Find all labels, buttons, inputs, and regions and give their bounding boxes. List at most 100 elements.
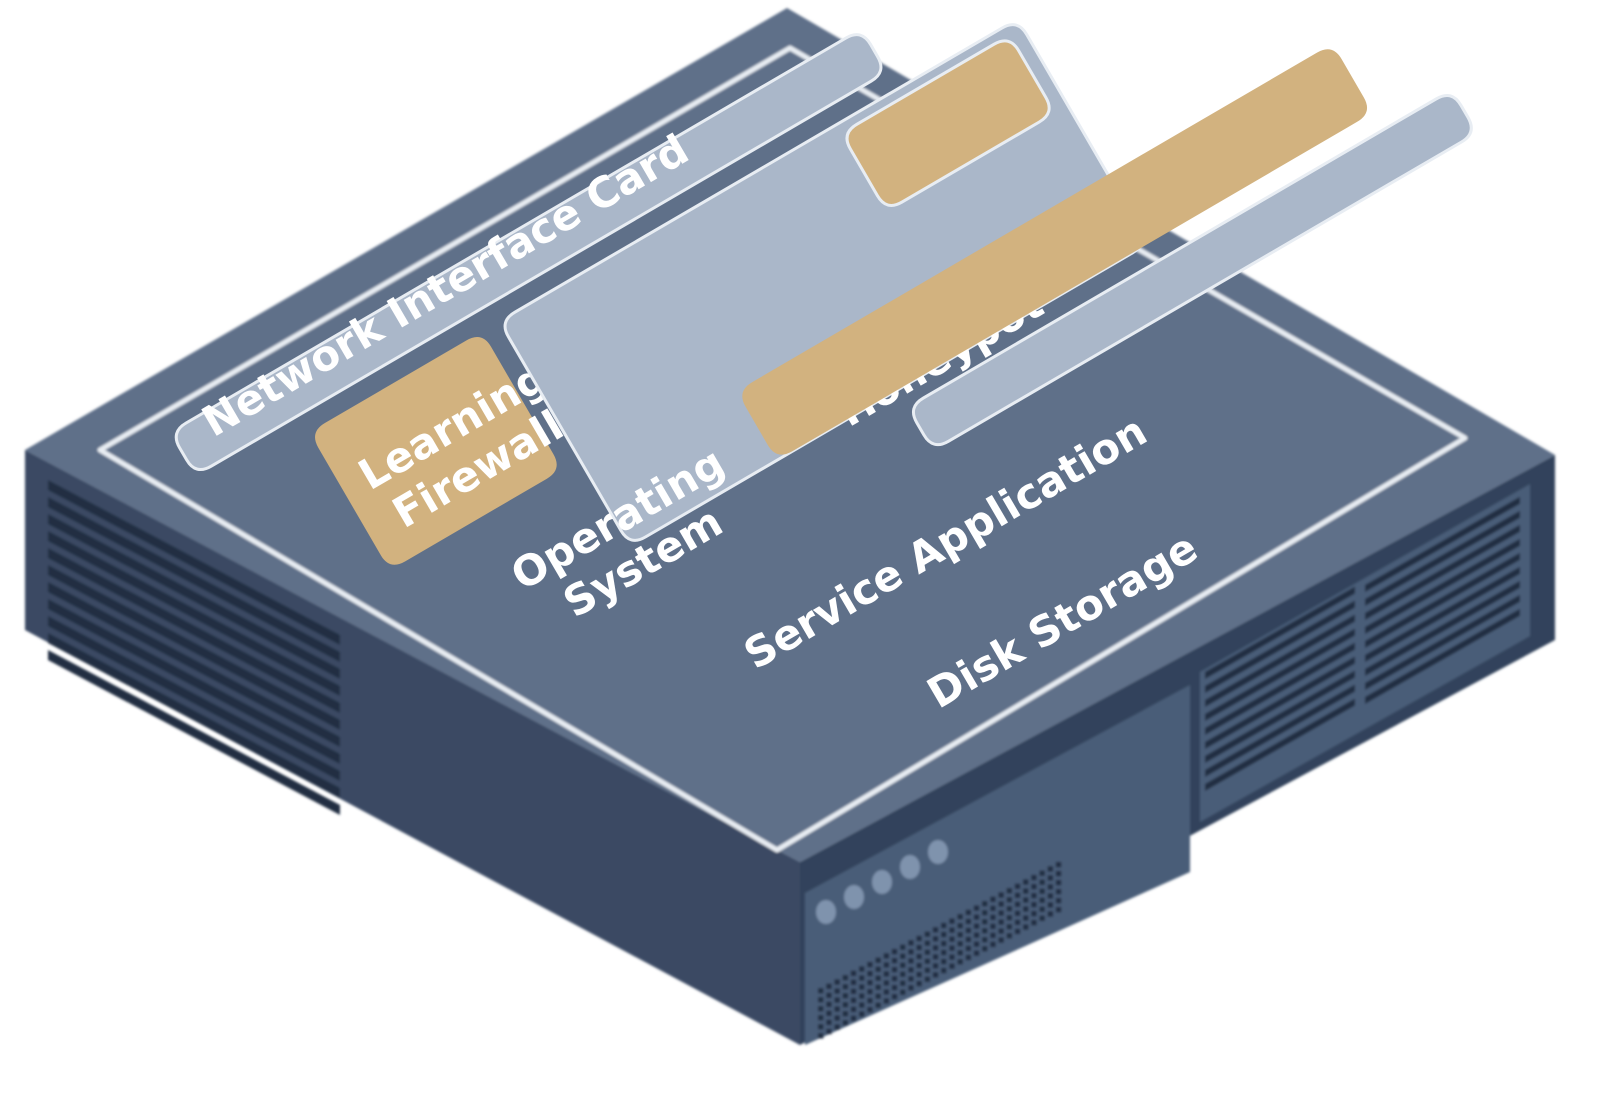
vent-slot — [48, 565, 340, 730]
grid-hole — [891, 957, 898, 964]
grid-hole — [1014, 901, 1021, 908]
grid-hole — [1055, 888, 1062, 895]
grid-hole — [941, 949, 947, 956]
grid-hole — [1031, 910, 1037, 917]
grid-hole — [826, 992, 832, 999]
grid-hole — [908, 958, 914, 964]
grid-hole — [932, 936, 939, 942]
grid-hole — [924, 967, 931, 973]
grid-hole — [818, 1033, 824, 1039]
grid-hole — [1039, 888, 1045, 894]
grid-hole — [998, 910, 1004, 916]
grid-hole — [1039, 870, 1045, 876]
grid-hole — [826, 1010, 832, 1017]
grid-hole — [1006, 906, 1013, 912]
grid-hole — [1014, 910, 1021, 917]
grid-hole — [850, 1006, 857, 1013]
grid-hole — [891, 993, 898, 1000]
component-block — [742, 49, 1368, 455]
grid-hole — [924, 949, 931, 955]
grid-hole — [1055, 897, 1062, 904]
left-vent-grille — [48, 480, 340, 815]
grid-hole — [908, 949, 914, 955]
grid-hole — [932, 954, 939, 960]
grid-hole — [908, 967, 914, 973]
grid-hole — [990, 905, 996, 912]
grid-hole — [826, 983, 832, 990]
grid-hole — [982, 910, 988, 916]
chassis-top-inner-frame — [97, 45, 1468, 853]
vent-slot — [1205, 586, 1355, 679]
grid-hole — [982, 937, 988, 943]
grid-hole — [1039, 897, 1045, 903]
grid-hole — [1023, 924, 1029, 930]
grid-hole — [842, 1020, 849, 1026]
grid-hole — [965, 954, 972, 961]
grid-hole — [982, 946, 988, 952]
vent-slot — [1205, 670, 1355, 763]
grid-hole — [941, 967, 947, 974]
grid-hole — [875, 957, 881, 963]
grid-hole — [1023, 897, 1029, 903]
grid-hole — [891, 966, 898, 973]
grid-hole — [1014, 892, 1021, 899]
led-dot-icon — [928, 840, 948, 864]
grid-hole — [998, 937, 1004, 943]
vent-slot — [1205, 684, 1355, 777]
grid-hole — [1047, 875, 1054, 881]
grid-hole — [842, 984, 849, 990]
grid-hole — [900, 980, 906, 986]
grid-hole — [875, 984, 881, 990]
grid-hole — [842, 993, 849, 999]
grid-hole — [941, 958, 947, 965]
grid-hole — [891, 984, 898, 991]
grid-hole — [818, 988, 824, 994]
grid-hole — [973, 923, 980, 929]
grid-hole — [957, 923, 963, 929]
grid-hole — [867, 961, 873, 968]
grid-hole — [867, 988, 873, 995]
grid-hole — [900, 953, 906, 959]
vent-slot — [48, 650, 340, 815]
grid-hole — [834, 979, 840, 985]
grid-hole — [842, 975, 849, 981]
grid-hole — [941, 931, 947, 938]
component-block — [845, 39, 1051, 207]
vent-slot — [1205, 656, 1355, 749]
grid-hole — [973, 932, 980, 938]
grid-hole — [1047, 866, 1054, 872]
grid-hole — [908, 940, 914, 946]
grid-hole — [818, 1006, 824, 1012]
grid-hole — [982, 901, 988, 907]
grid-hole — [908, 976, 914, 982]
grid-hole — [842, 1002, 849, 1008]
component-block — [174, 33, 883, 472]
grid-hole — [1014, 928, 1021, 935]
grid-hole — [834, 1024, 840, 1030]
grid-hole — [883, 971, 890, 977]
grid-hole — [834, 1006, 840, 1012]
led-dot-icon — [816, 900, 836, 924]
vent-slot — [48, 633, 340, 798]
grid-hole — [1055, 861, 1062, 868]
grid-hole — [850, 979, 857, 986]
grid-hole — [1039, 879, 1045, 885]
vent-slot — [1365, 594, 1520, 690]
grid-hole — [932, 927, 939, 933]
grid-hole — [842, 1011, 849, 1017]
vent-slot — [48, 616, 340, 781]
chassis-left-side — [25, 450, 800, 1045]
grid-hole — [900, 989, 906, 995]
grid-hole — [998, 928, 1004, 934]
grid-hole — [834, 997, 840, 1003]
grid-hole — [924, 958, 931, 964]
grid-hole — [826, 1028, 832, 1035]
grid-hole — [891, 975, 898, 982]
grid-hole — [957, 914, 963, 920]
grid-hole — [1031, 901, 1037, 908]
grid-hole — [965, 936, 972, 943]
grid-hole — [875, 1002, 881, 1008]
led-dot-icon — [872, 870, 892, 894]
grid-hole — [1047, 893, 1054, 899]
grid-hole — [924, 931, 931, 937]
